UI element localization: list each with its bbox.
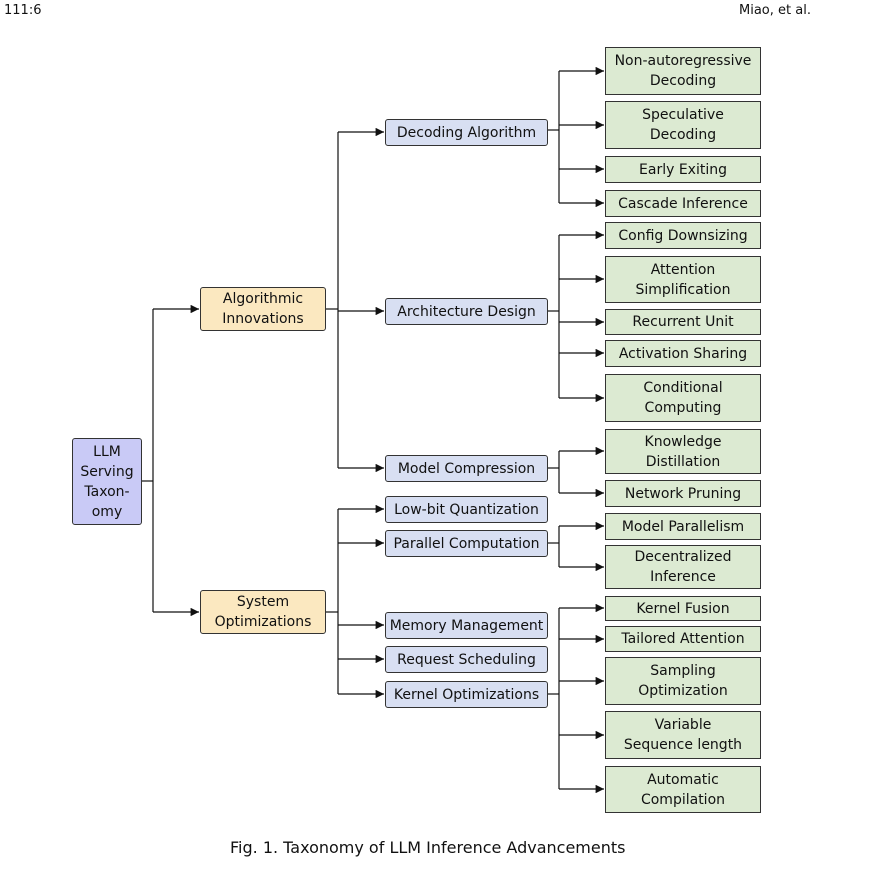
node-algorithmic-innovations: Algorithmic Innovations bbox=[200, 287, 326, 331]
node-system-optimizations: System Optimizations bbox=[200, 590, 326, 634]
page-number: 111:6 bbox=[4, 3, 42, 18]
node-architecture-design: Architecture Design bbox=[385, 298, 548, 325]
node-request-scheduling: Request Scheduling bbox=[385, 646, 548, 673]
leaf-decentralized-inference: Decentralized Inference bbox=[605, 545, 761, 589]
node-low-bit-quantization: Low-bit Quantization bbox=[385, 496, 548, 523]
leaf-knowledge-distillation: Knowledge Distillation bbox=[605, 429, 761, 474]
leaf-tailored-attention: Tailored Attention bbox=[605, 626, 761, 652]
leaf-automatic-compilation: Automatic Compilation bbox=[605, 766, 761, 813]
leaf-early-exiting: Early Exiting bbox=[605, 156, 761, 183]
leaf-activation-sharing: Activation Sharing bbox=[605, 340, 761, 367]
leaf-non-autoregressive-decoding: Non-autoregressive Decoding bbox=[605, 47, 761, 95]
leaf-attention-simplification: Attention Simplification bbox=[605, 256, 761, 303]
figure-caption: Fig. 1. Taxonomy of LLM Inference Advanc… bbox=[230, 838, 626, 857]
leaf-cascade-inference: Cascade Inference bbox=[605, 190, 761, 217]
node-kernel-optimizations: Kernel Optimizations bbox=[385, 681, 548, 708]
node-memory-management: Memory Management bbox=[385, 612, 548, 639]
leaf-kernel-fusion: Kernel Fusion bbox=[605, 596, 761, 621]
leaf-variable-sequence-length: Variable Sequence length bbox=[605, 711, 761, 759]
leaf-recurrent-unit: Recurrent Unit bbox=[605, 309, 761, 335]
leaf-sampling-optimization: Sampling Optimization bbox=[605, 657, 761, 705]
leaf-speculative-decoding: Speculative Decoding bbox=[605, 101, 761, 149]
running-header-authors: Miao, et al. bbox=[739, 3, 811, 18]
leaf-network-pruning: Network Pruning bbox=[605, 480, 761, 507]
leaf-conditional-computing: Conditional Computing bbox=[605, 374, 761, 422]
leaf-model-parallelism: Model Parallelism bbox=[605, 513, 761, 540]
leaf-config-downsizing: Config Downsizing bbox=[605, 222, 761, 249]
node-parallel-computation: Parallel Computation bbox=[385, 530, 548, 557]
node-model-compression: Model Compression bbox=[385, 455, 548, 482]
node-llm-serving-taxonomy: LLM Serving Taxon- omy bbox=[72, 438, 142, 525]
node-decoding-algorithm: Decoding Algorithm bbox=[385, 119, 548, 146]
